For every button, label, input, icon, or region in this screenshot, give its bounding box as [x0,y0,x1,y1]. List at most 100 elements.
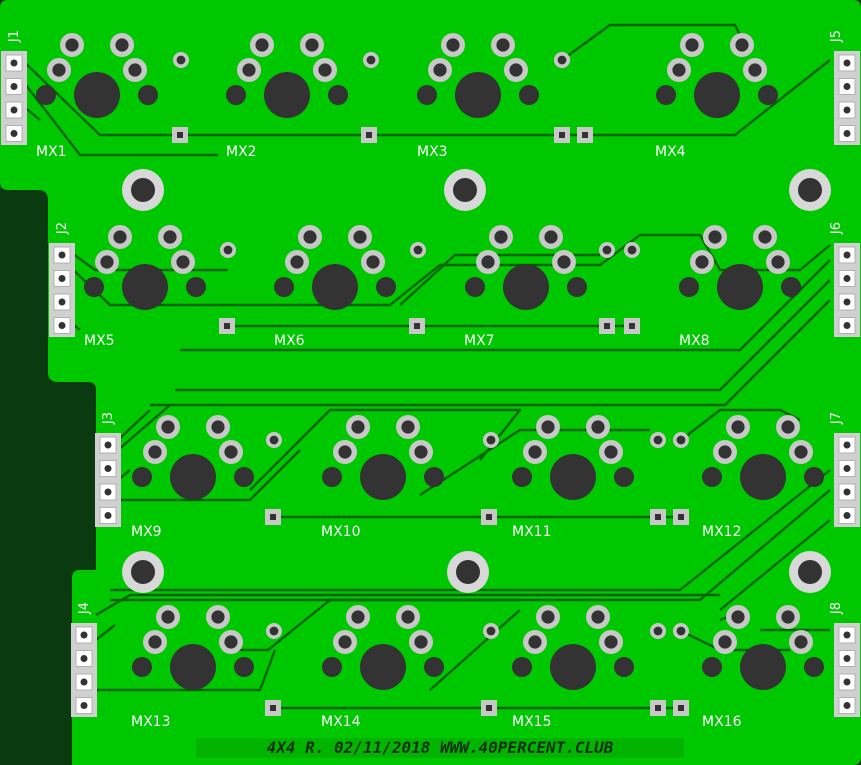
switch-side-hole [567,277,587,297]
switch-pin-hole [735,38,749,52]
switch-side-hole [512,467,532,487]
diode-pad-hole [655,705,661,711]
connector-label: J7 [829,412,844,425]
connector-pin-hole [104,441,112,449]
connector-label: J5 [829,30,844,43]
mounting-hole [789,551,831,593]
diode-pad-hole [678,705,684,711]
switch-center-hole [74,72,120,118]
connector-pin-hole [843,465,851,472]
mounting-drill [453,178,477,202]
switch-pin-hole [414,635,428,649]
switch-center-hole [740,454,786,500]
switch-pin-hole [128,63,142,77]
switch-pin-hole [509,63,523,77]
switch-side-hole [702,467,722,487]
connector-pin-hole [58,322,66,329]
switch-pin-hole [163,230,177,244]
switch-pin-hole [604,445,618,459]
switch-side-hole [376,277,396,297]
switch-label: MX9 [131,524,162,540]
switch-pin-hole [708,230,722,244]
connector-pin-hole [843,488,851,496]
trace [230,598,520,652]
switch-pin-hole [338,635,352,649]
connector-pin-hole [843,655,851,662]
switch-pin-hole [528,445,542,459]
switch-center-hole [170,644,216,690]
switch-pin-hole [65,38,79,52]
via-pad-hole [413,245,423,255]
connector-pin-hole [58,275,66,282]
via-pad-hole [653,626,663,636]
switch-pin-hole [148,445,162,459]
switch-mx13: MX13 [131,605,282,730]
via-pad-hole [653,435,663,445]
switch-mx2: MX2 [226,33,379,160]
connector-j6: J6 [829,222,860,337]
mounting-drill [131,560,155,584]
connector-pin-hole [843,83,851,90]
connector-pin-hole [843,702,851,709]
via-pad-hole [486,626,496,636]
diode-pad-hole [678,514,684,520]
connector-j7: J7 [829,412,860,527]
diode-pad-hole [604,323,610,329]
switch-label: MX16 [702,714,742,730]
connector-pin-hole [843,251,851,259]
connector-pin-hole [58,298,66,306]
connector-j8: J8 [829,602,860,717]
connector-pin-hole [104,488,112,496]
switch-side-hole [804,657,824,677]
switch-center-hole [740,644,786,690]
trace [95,593,720,617]
banner-background [196,738,684,758]
switch-mx7: MX7 [464,225,640,349]
connector-label: J3 [101,412,116,425]
switch-label: MX3 [417,144,448,160]
diode-pad-hole [177,132,183,138]
switch-pin-hole [528,635,542,649]
diode-pad-hole [414,323,420,329]
trace [95,624,116,641]
switch-pin-hole [718,445,732,459]
switch-center-hole [455,72,501,118]
switch-side-hole [132,467,152,487]
diode-pad-hole [270,705,276,711]
switch-side-hole [424,657,444,677]
connector-pin-hole [80,702,88,709]
switch-pin-hole [771,255,785,269]
switch-side-hole [758,85,778,105]
diode-pad-hole [486,705,492,711]
switch-pin-hole [52,63,66,77]
mounting-drill [798,560,822,584]
switch-center-hole [264,72,310,118]
switch-pin-hole [557,255,571,269]
switch-center-hole [694,72,740,118]
switch-side-hole [36,85,56,105]
switch-pin-hole [211,420,225,434]
diode-pad-hole [559,132,565,138]
trace [117,409,151,441]
mounting-hole [447,551,489,593]
switch-side-hole [465,277,485,297]
switch-pin-hole [318,63,332,77]
via-pad-hole [486,435,496,445]
switch-side-hole [512,657,532,677]
switch-pin-hole [366,255,380,269]
switch-pin-hole [176,255,190,269]
trace [719,519,831,611]
switch-side-hole [614,467,634,487]
switch-pin-hole [718,635,732,649]
via-pad-hole [557,55,567,65]
connector-pin-hole [80,631,88,639]
switch-center-hole [122,264,168,310]
diode-pad-hole [486,514,492,520]
switch-pin-hole [731,610,745,624]
switch-mx6: MX6 [274,225,426,349]
switch-label: MX1 [36,144,67,160]
switch-center-hole [360,644,406,690]
trace [118,449,301,502]
trace [150,299,831,407]
switch-pin-hole [161,420,175,434]
